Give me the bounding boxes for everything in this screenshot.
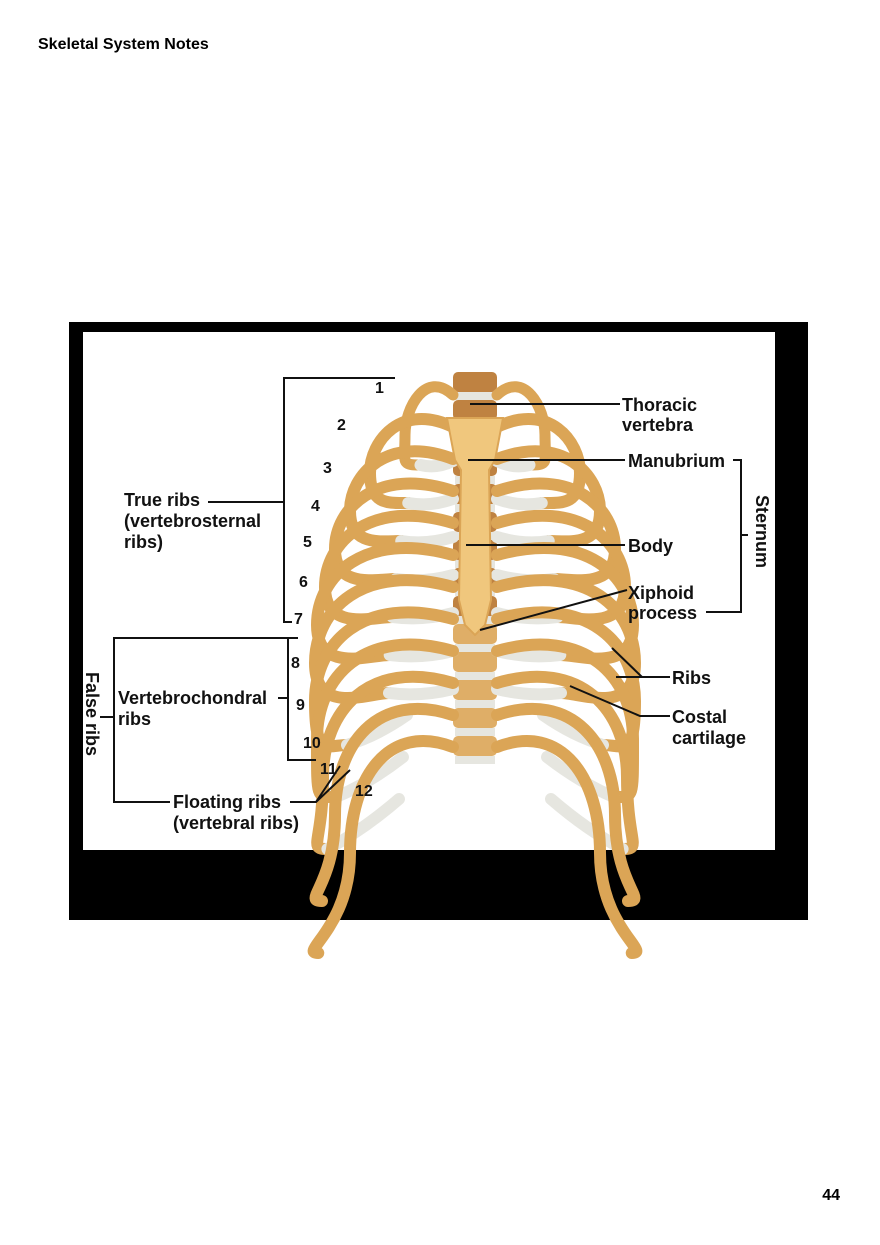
costal-cartilage (491, 493, 548, 511)
true-ribs-label: (vertebrosternal (124, 511, 261, 531)
floating-ribs-label: Floating ribs (173, 792, 281, 812)
rib (491, 381, 551, 471)
intervertebral-disc (455, 728, 495, 736)
costal-cartilage (402, 493, 459, 511)
body-label: Body (628, 536, 673, 556)
rib-number: 4 (311, 498, 320, 515)
intervertebral-disc (455, 672, 495, 680)
rib-number: 6 (299, 574, 308, 591)
rib-number: 10 (303, 735, 321, 752)
costal-cartilage-label: Costal (672, 707, 727, 727)
rib (309, 703, 459, 907)
xiphoid-label: process (628, 603, 697, 623)
rib (311, 670, 459, 855)
manubrium-label: Manubrium (628, 451, 725, 471)
floating-ribs-label: (vertebral ribs) (173, 813, 299, 833)
floating-ribs-leader (290, 765, 351, 803)
page-number: 44 (822, 1187, 840, 1204)
labels: True ribs (vertebrosternal ribs) False r… (82, 395, 772, 833)
thoracic-vertebra-label: Thoracic (622, 395, 697, 415)
ribs-label: Ribs (672, 668, 711, 688)
vertebrochondral-label: Vertebrochondral (118, 688, 267, 708)
rib (491, 735, 643, 959)
costal-cartilage (491, 531, 555, 549)
rib-cage-illustration (307, 372, 643, 959)
costal-cartilage (395, 531, 459, 549)
sternum-bracket (706, 459, 742, 613)
vertebra (453, 372, 497, 392)
xiphoid-label: Xiphoid (628, 583, 694, 603)
rib (491, 670, 639, 855)
costal-cartilage (491, 683, 567, 701)
rib-number: 9 (296, 697, 305, 714)
rib-number: 1 (375, 380, 384, 397)
xiphoid-leader (479, 589, 628, 631)
costal-leader (569, 685, 670, 717)
rib-number: 3 (323, 460, 332, 477)
leader-lines (100, 377, 748, 803)
false-ribs-label: False ribs (82, 672, 102, 756)
rib-number: 8 (291, 655, 300, 672)
true-ribs-bracket (283, 377, 395, 623)
true-ribs-label: True ribs (124, 490, 200, 510)
rib-number: 11 (320, 761, 337, 778)
intervertebral-disc (455, 644, 495, 652)
rib-number: 7 (294, 611, 303, 628)
false-ribs-bracket (113, 637, 290, 803)
vertebra (453, 708, 497, 728)
rib-number: 5 (303, 534, 312, 551)
thoracic-vertebra-label: vertebra (622, 415, 694, 435)
intervertebral-disc (455, 392, 495, 400)
true-ribs-label: ribs) (124, 532, 163, 552)
intervertebral-disc (455, 700, 495, 708)
costal-cartilage-label: cartilage (672, 728, 746, 748)
sternum-label: Sternum (752, 495, 772, 568)
rib (399, 381, 459, 471)
rib-number: 2 (337, 417, 346, 434)
ribs-leader (611, 647, 670, 678)
vertebrochondral-label: ribs (118, 709, 151, 729)
rib (491, 703, 641, 907)
vertebra (453, 736, 497, 756)
intervertebral-disc (455, 756, 495, 764)
rib (307, 735, 459, 959)
costal-cartilage (383, 683, 459, 701)
vertebra (453, 680, 497, 700)
rib-number: 12 (355, 783, 373, 800)
page-header-title: Skeletal System Notes (38, 36, 209, 53)
vertebra (453, 652, 497, 672)
